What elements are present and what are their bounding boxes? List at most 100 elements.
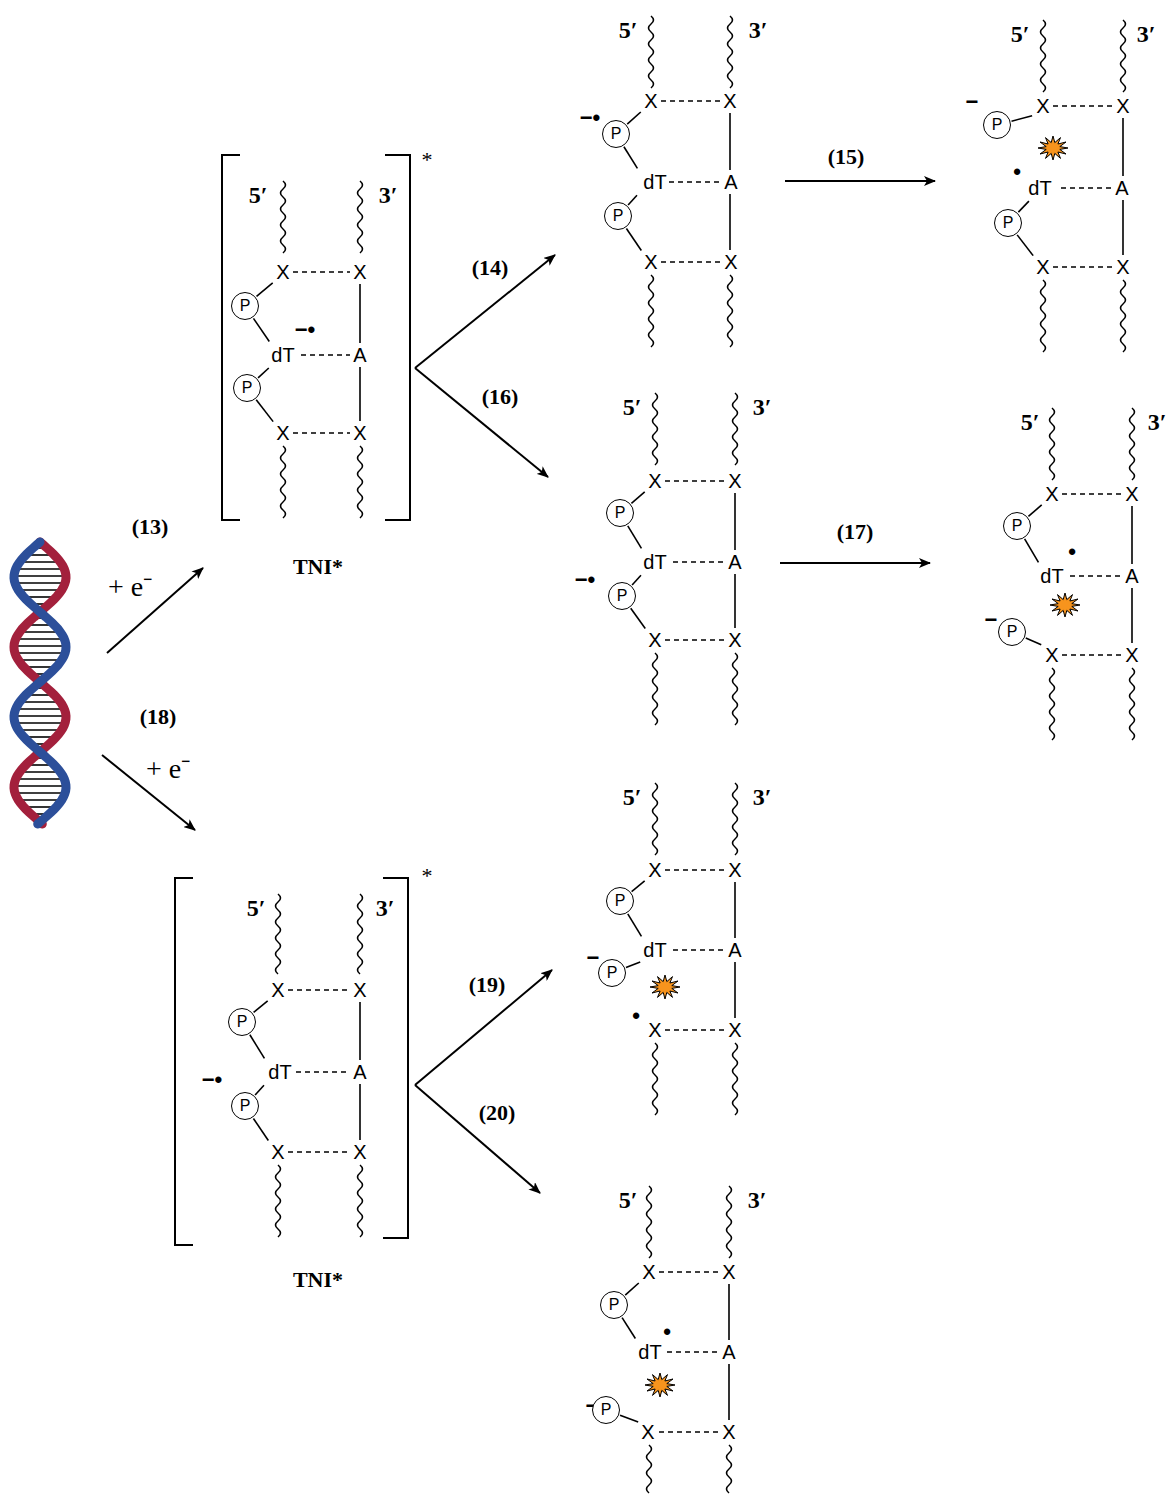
structure-label: 3′ [376, 895, 395, 922]
base-label: dT [268, 1061, 291, 1084]
break-star [1050, 593, 1080, 617]
strand-wave [733, 653, 738, 725]
backbone-bond [253, 1118, 268, 1140]
backbone-bond [632, 881, 645, 892]
phosphate-circle: P [983, 111, 1011, 139]
backbone-bond [627, 112, 641, 124]
base-label: X [728, 470, 741, 493]
base-label: X [641, 1421, 654, 1444]
backbone-bond [1122, 200, 1124, 255]
backbone-bond [628, 526, 642, 549]
phosphate-label: P [611, 125, 622, 143]
reaction-number: (20) [479, 1100, 516, 1126]
phosphate-label: P [617, 587, 628, 605]
backbone-bond [632, 575, 641, 585]
phosphate-label: P [613, 207, 624, 225]
structure-label: 5′ [1021, 409, 1040, 436]
structure-label: 3′ [749, 17, 768, 44]
base-label: dT [643, 551, 666, 574]
backbone-bond [23, 561, 58, 563]
backbone-bond [1131, 506, 1133, 564]
hydrogen-bond [288, 989, 350, 991]
strand-wave [1130, 668, 1135, 740]
hydrogen-bond [1061, 187, 1113, 189]
dna-strands [250, 16, 1135, 1493]
reaction-number: (19) [469, 972, 506, 998]
base-label: X [353, 422, 366, 445]
strand-wave [358, 446, 363, 518]
phosphate-circle: P [994, 209, 1022, 237]
backbone-bond [19, 778, 62, 780]
base-label: X [1036, 95, 1049, 118]
reaction-number: (14) [472, 255, 509, 281]
phosphate-circle: P [998, 618, 1026, 646]
hydrogen-bond [665, 1029, 725, 1031]
structure-label: 3′ [1137, 21, 1156, 48]
strand-wave [281, 181, 286, 253]
backbone-bond [734, 574, 736, 628]
hydrogen-bond [659, 1431, 719, 1433]
base-label: X [1116, 95, 1129, 118]
backbone-bond [734, 962, 736, 1018]
base-label: X [722, 1421, 735, 1444]
backbone-bond [728, 1284, 730, 1340]
dna-helix [14, 542, 66, 824]
backbone-bond [628, 914, 642, 937]
base-label: X [644, 90, 657, 113]
hydrogen-bond [1053, 105, 1113, 107]
base-label: X [648, 629, 661, 652]
base-label: X [353, 261, 366, 284]
structure-label: 3′ [753, 784, 772, 811]
backbone-bond [359, 284, 361, 343]
backbone-bond [359, 367, 361, 421]
backbone-bond [625, 1283, 639, 1295]
backbone-bond [18, 582, 62, 584]
backbone-bond [19, 638, 62, 640]
strand-wave [733, 783, 738, 855]
strand-wave [649, 16, 654, 88]
base-label: X [723, 90, 736, 113]
base-label: A [353, 1061, 366, 1084]
base-label: dT [1028, 177, 1051, 200]
backbone-bond [23, 631, 58, 633]
hydrogen-bond [665, 869, 725, 871]
strand-wave [1041, 280, 1046, 352]
phosphate-label: P [240, 297, 251, 315]
backbone-bond [624, 147, 637, 169]
base-label: X [728, 859, 741, 882]
phosphate-circle: P [233, 374, 261, 402]
phosphate-label: P [1007, 623, 1018, 641]
backbone-bond [628, 195, 637, 205]
structure-label: 5′ [1011, 21, 1030, 48]
strand-wave [358, 1165, 363, 1237]
phosphate-circle: P [592, 1396, 620, 1424]
base-label: X [1036, 256, 1049, 279]
backbone-bond [626, 228, 641, 250]
backbone-bond [1017, 235, 1033, 256]
break-star [650, 975, 680, 999]
strand-wave [1130, 408, 1135, 480]
phosphate-circle: P [606, 887, 634, 915]
structure-label: 5′ [623, 394, 642, 421]
strand-wave [1050, 668, 1055, 740]
backbone-bond [622, 1318, 635, 1339]
strand-wave [653, 783, 658, 855]
base-label: X [1045, 644, 1058, 667]
backbone-bond [255, 1085, 264, 1095]
phosphate-circle: P [598, 959, 626, 987]
strand-wave [653, 653, 658, 725]
backbone-bond [734, 493, 736, 550]
backbone-bond [631, 492, 644, 503]
structure-label: −• [295, 317, 316, 343]
reaction-arrows [102, 181, 935, 1193]
strand-wave [276, 894, 281, 974]
backbone-bond [19, 568, 62, 570]
structure-label: 5′ [247, 895, 266, 922]
hydrogen-bond [288, 1151, 350, 1153]
phosphate-circle: P [604, 202, 632, 230]
base-label: dT [643, 939, 666, 962]
backbone-bond [21, 659, 58, 661]
strand-wave [733, 1043, 738, 1115]
strand-wave [1121, 20, 1126, 92]
structure-label: 5′ [623, 784, 642, 811]
